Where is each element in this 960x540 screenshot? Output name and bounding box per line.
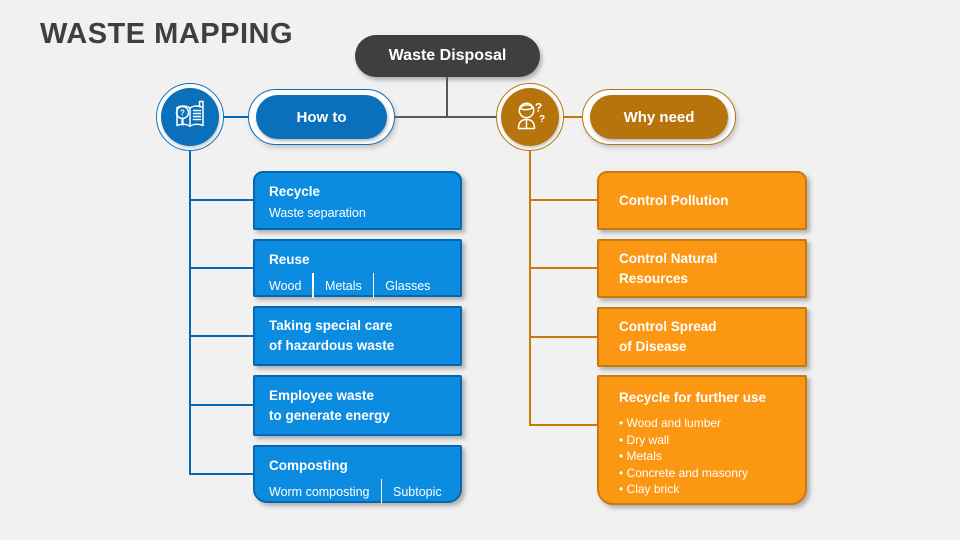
connector-root-horizontal xyxy=(394,116,498,118)
root-node-waste-disposal[interactable]: Waste Disposal xyxy=(355,35,540,77)
connector-root-vertical xyxy=(446,77,448,117)
connector-howto-stub xyxy=(223,116,249,118)
connector-branch xyxy=(529,424,597,426)
connector-branch xyxy=(189,267,253,269)
subtopic-divider xyxy=(372,273,375,298)
node-title-line2: of Disease xyxy=(619,339,687,354)
subtopic: Glasses xyxy=(385,278,431,293)
subtopic-divider xyxy=(380,479,382,504)
why-need-node[interactable]: Why need xyxy=(590,95,728,139)
bullet-item: Dry wall xyxy=(619,432,795,449)
connector-branch xyxy=(529,199,597,201)
node-subtitle: Waste separation xyxy=(269,206,366,220)
how-to-label: How to xyxy=(296,108,347,126)
node-title-line1: Taking special care xyxy=(269,318,393,333)
connector-howto-trunk xyxy=(189,149,191,475)
node-title-line2: to generate energy xyxy=(269,407,390,423)
node-control-spread-of-disease[interactable]: Control Spread of Disease xyxy=(597,307,807,367)
root-node-label: Waste Disposal xyxy=(388,47,507,64)
node-title-line1: Control Spread xyxy=(619,319,717,334)
node-subtopics: Worm composting Subtopic xyxy=(269,479,450,504)
node-employee-waste[interactable]: Employee waste to generate energy xyxy=(253,375,462,436)
person-question-icon: ? ? xyxy=(517,101,545,130)
book-magnifier-icon: ? xyxy=(175,100,204,127)
node-recycle-further-use[interactable]: Recycle for further use Wood and lumber … xyxy=(597,375,807,505)
subtopic-divider xyxy=(312,273,314,298)
svg-text:?: ? xyxy=(539,114,545,125)
why-need-badge[interactable]: ? ? xyxy=(501,88,559,146)
bullet-item: Metals xyxy=(619,448,795,465)
bullet-item: Concrete and masonry xyxy=(619,465,795,482)
node-title: Recycle xyxy=(269,184,321,199)
node-control-natural-resources[interactable]: Control Natural Resources xyxy=(597,239,807,298)
svg-text:?: ? xyxy=(180,108,185,117)
bullet-item: Clay brick xyxy=(619,481,795,498)
node-title-line1: Control Natural xyxy=(619,250,718,266)
subtopic: Metals xyxy=(324,278,362,293)
node-title: Recycle for further use xyxy=(619,390,767,405)
subtopic: Wood xyxy=(269,278,302,293)
connector-branch xyxy=(189,473,253,475)
connector-branch xyxy=(189,199,253,201)
connector-branch xyxy=(189,404,253,406)
subtopic: Worm composting xyxy=(269,484,370,499)
connector-branch xyxy=(529,267,597,269)
connector-whyneed-stub xyxy=(562,116,586,118)
how-to-node[interactable]: How to xyxy=(256,95,387,139)
node-bullet-list: Wood and lumber Dry wall Metals Concrete… xyxy=(619,415,795,498)
node-title-line2: of hazardous waste xyxy=(269,338,395,353)
node-control-pollution[interactable]: Control Pollution xyxy=(597,171,807,230)
svg-text:?: ? xyxy=(535,101,542,115)
node-title: Control Pollution xyxy=(619,192,729,208)
connector-branch xyxy=(529,336,597,338)
node-title-line1: Employee waste xyxy=(269,387,375,403)
node-subtopics: Wood Metals Glasses xyxy=(269,273,450,298)
node-title-line2: Resources xyxy=(619,270,689,286)
bullet-item: Wood and lumber xyxy=(619,415,795,432)
how-to-badge[interactable]: ? xyxy=(161,88,219,146)
why-need-label: Why need xyxy=(623,108,695,126)
node-hazardous-waste[interactable]: Taking special care of hazardous waste xyxy=(253,306,462,366)
connector-whyneed-trunk xyxy=(529,149,531,426)
page-title: WASTE MAPPING xyxy=(40,18,294,50)
node-recycle[interactable]: Recycle Waste separation xyxy=(253,171,462,230)
node-title: Composting xyxy=(269,458,348,473)
subtopic: Subtopic xyxy=(393,484,442,499)
node-title: Reuse xyxy=(269,252,310,267)
node-reuse[interactable]: Reuse Wood Metals Glasses xyxy=(253,239,462,298)
node-composting[interactable]: Composting Worm composting Subtopic xyxy=(253,445,462,504)
connector-branch xyxy=(189,335,253,337)
